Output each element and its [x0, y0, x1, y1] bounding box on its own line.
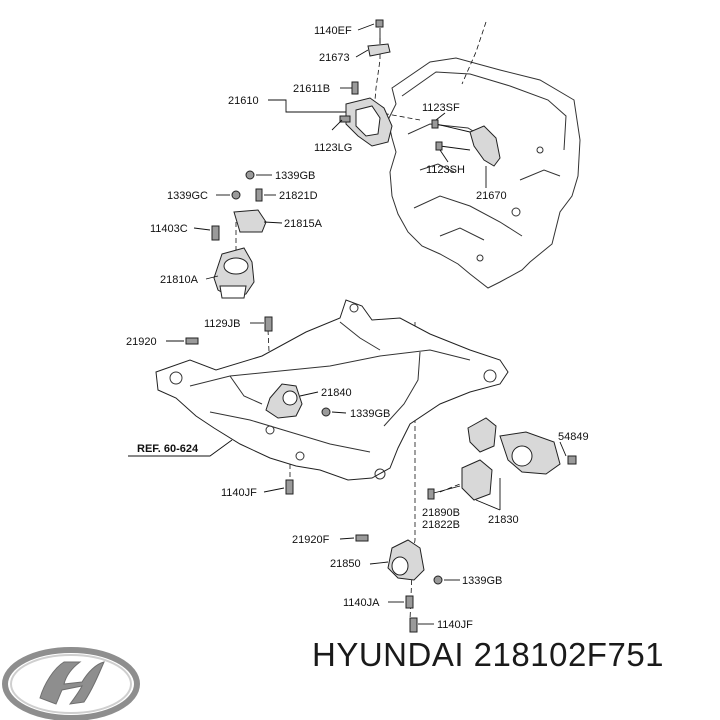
label-21810A: 21810A — [160, 274, 199, 286]
label-21822B: 21822B — [422, 519, 460, 531]
label-21821D: 21821D — [279, 190, 318, 202]
hyundai-logo-icon — [2, 647, 140, 720]
label-21815A: 21815A — [284, 218, 323, 230]
label-1123SF: 1123SF — [422, 102, 460, 114]
label-1140JF-mid: 1140JF — [221, 487, 257, 499]
label-21673: 21673 — [319, 52, 350, 64]
label-1140JF-lower: 1140JF — [437, 619, 473, 631]
label-1339GB-upper: 1339GB — [275, 170, 315, 182]
product-caption: HYUNDAI 218102F751 — [312, 636, 665, 673]
label-21611B: 21611B — [293, 83, 330, 95]
label-21830: 21830 — [488, 514, 519, 526]
label-1339GB-lower: 1339GB — [462, 575, 502, 587]
label-1140EF: 1140EF — [314, 25, 352, 37]
left-mount-21810A — [211, 170, 267, 299]
engine-block — [387, 57, 581, 289]
label-21920: 21920 — [126, 336, 157, 348]
subframe-crossmember — [155, 299, 509, 481]
label-ref-60-624: REF. 60-624 — [137, 443, 199, 455]
upper-mount-21610 — [339, 19, 393, 147]
bracket-21670 — [431, 119, 501, 167]
rear-mount-21850 — [355, 534, 443, 633]
label-1339GC: 1339GC — [167, 190, 208, 202]
label-1339GB-mid: 1339GB — [350, 408, 390, 420]
label-1123LG: 1123LG — [314, 142, 352, 154]
label-21890B: 21890B — [422, 507, 460, 519]
trans-mount-21830 — [427, 417, 577, 501]
leader-lines — [128, 23, 567, 625]
label-21920F: 21920F — [292, 534, 330, 546]
label-21840: 21840 — [321, 387, 352, 399]
label-54849: 54849 — [558, 431, 589, 443]
subframe-bolts — [185, 316, 273, 345]
label-21850: 21850 — [330, 558, 361, 570]
label-21610: 21610 — [228, 95, 259, 107]
label-1123SH: 1123SH — [426, 164, 465, 176]
label-1140JA: 1140JA — [343, 597, 380, 609]
label-21670: 21670 — [476, 190, 507, 202]
part-labels: 1140EF 21673 21611B 21610 1123LG 1123SF … — [126, 25, 589, 631]
label-1129JB: 1129JB — [204, 318, 241, 330]
label-11403C: 11403C — [150, 223, 188, 235]
front-mount-21840 — [265, 383, 331, 495]
